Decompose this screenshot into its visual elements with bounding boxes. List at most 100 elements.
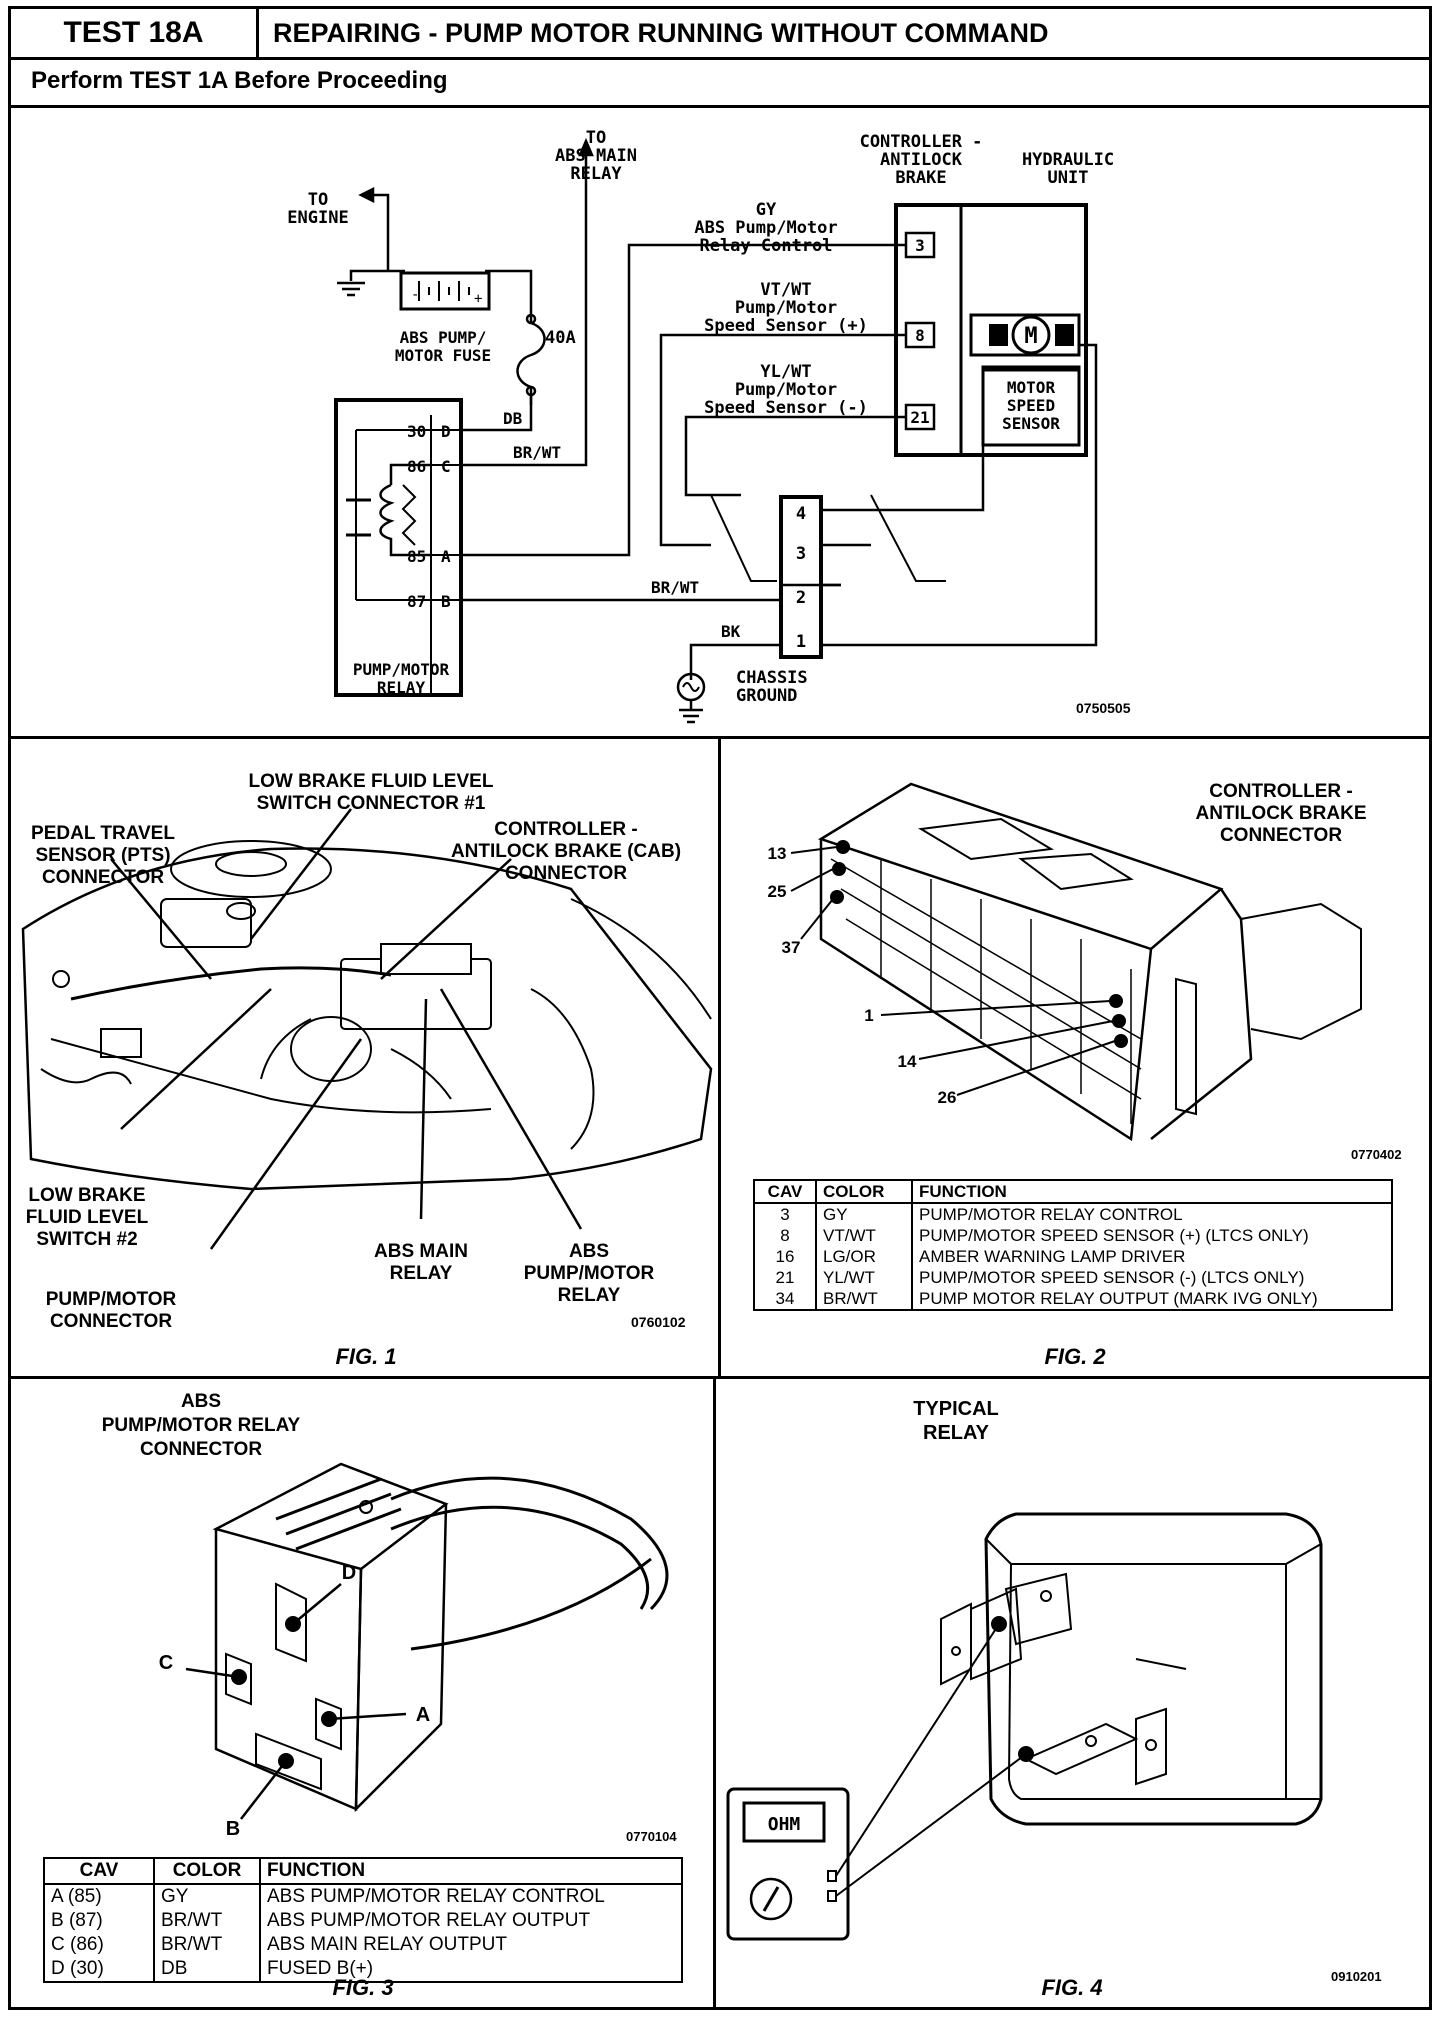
strut-cap — [215, 851, 287, 877]
battery-cells — [418, 281, 470, 301]
battery-ground-wire — [349, 269, 388, 281]
ohmmeter-dial-pointer — [762, 1886, 780, 1912]
battery-plus: + — [474, 291, 482, 307]
label-pts-2: SENSOR (PTS) — [35, 845, 170, 866]
motor-sensor-label-3: SENSOR — [1002, 414, 1060, 433]
fig4-ref-code: 0910201 — [1331, 1969, 1382, 1984]
relay-pin-87: 87 — [407, 592, 426, 611]
chassis-ground-label-2: GROUND — [736, 686, 797, 706]
pin-26-marker — [1114, 1034, 1128, 1048]
hydraulic-unit-label-2: UNIT — [1048, 168, 1089, 188]
pin-leaders — [185, 1583, 407, 1820]
terminal-right — [1135, 1707, 1167, 1786]
cell-function: ABS PUMP/MOTOR RELAY OUTPUT — [259, 1909, 683, 1933]
pin-letter-a: A — [416, 1704, 430, 1726]
battery-symbol — [399, 271, 491, 311]
relay-coil-leads — [389, 463, 431, 557]
fig4-title-2: RELAY — [923, 1422, 990, 1444]
pin-leaders — [790, 846, 1116, 1096]
pin-label-26: 26 — [938, 1088, 957, 1107]
cell-function: ABS PUMP/MOTOR RELAY CONTROL — [259, 1884, 683, 1909]
leader-pump-relay — [439, 988, 583, 1230]
fig2-title-2: ANTILOCK BRAKE — [1196, 803, 1367, 824]
fig3-title-2: PUMP/MOTOR RELAY — [102, 1415, 301, 1436]
to-engine-label-2: ENGINE — [287, 208, 348, 228]
cell-color: DB — [153, 1957, 261, 1983]
fig3-title-3: CONNECTOR — [140, 1439, 262, 1460]
cell-cav: 34 — [753, 1288, 817, 1311]
cell-cav: 21 — [753, 1267, 817, 1288]
label-lbfl2-3: SWITCH #2 — [36, 1229, 137, 1250]
motor-brushes — [989, 324, 1074, 346]
cell-cav: D (30) — [43, 1957, 155, 1983]
fuse-label-2: MOTOR FUSE — [395, 346, 491, 365]
label-lbfl2-2: FLUID LEVEL — [26, 1207, 149, 1228]
relay-edges — [985, 1538, 1322, 1800]
label-pts-3: CONNECTOR — [42, 867, 164, 888]
fig2-drawing: CONTROLLER - ANTILOCK BRAKE CONNECTOR 13 — [768, 781, 1402, 1369]
pin-label-37: 37 — [782, 938, 801, 957]
cell-cav: 16 — [753, 1246, 817, 1267]
vtwt-label-3: Speed Sensor (+) — [704, 316, 868, 336]
pin-25-marker — [832, 862, 846, 876]
relay-pin-30: 30 — [407, 422, 426, 441]
prerequisite-row: Perform TEST 1A Before Proceeding — [11, 57, 1429, 108]
wire-vtwt — [659, 333, 906, 547]
to-abs-main-relay-2: ABS MAIN — [555, 146, 637, 166]
wire-right-break — [870, 494, 946, 582]
leader-lbfl2 — [120, 988, 272, 1130]
fuse-rating: 40A — [545, 328, 576, 348]
pin-label-25: 25 — [768, 882, 787, 901]
cell-color: GY — [153, 1884, 261, 1909]
terminal-left-2 — [970, 1587, 1023, 1681]
relay-pin-85: 85 — [407, 547, 426, 566]
bracket-left — [100, 1028, 142, 1058]
wire-ylwt-break — [710, 494, 777, 582]
cell-cav: C (86) — [43, 1933, 155, 1957]
cell-color: BR/WT — [153, 1933, 261, 1957]
wire-db-label: DB — [503, 409, 523, 428]
leader-main-relay — [419, 998, 428, 1220]
cavity-c — [225, 1652, 252, 1706]
cell-function: PUMP/MOTOR RELAY CONTROL — [911, 1203, 1393, 1225]
pin-13-marker — [836, 840, 850, 854]
ohmmeter-display — [742, 1801, 826, 1843]
to-engine-arrow — [358, 186, 375, 204]
col-function: FUNCTION — [259, 1857, 683, 1885]
fig3-relay-connector: ABS PUMP/MOTOR RELAY CONNECTOR D — [11, 1379, 716, 2007]
connector-pin-1: 1 — [796, 632, 806, 652]
cell-color: VT/WT — [815, 1225, 913, 1246]
connector-side-face — [819, 839, 1153, 1142]
pin-37-marker — [830, 890, 844, 904]
label-lbfl1-2: SWITCH CONNECTOR #1 — [257, 793, 486, 814]
label-main-relay-2: RELAY — [390, 1263, 453, 1284]
to-abs-main-relay-1: TO — [586, 128, 606, 148]
relay-pin-a: A — [441, 547, 451, 566]
cell-cav: 3 — [753, 1203, 817, 1225]
cab-pin-3-box — [904, 231, 936, 259]
controller-label-2: ANTILOCK — [880, 150, 963, 170]
relay-label-1: PUMP/MOTOR — [353, 660, 450, 679]
cell-color: GY — [815, 1203, 913, 1225]
hose-left — [40, 1068, 132, 1085]
test-id: TEST 18A — [11, 9, 259, 57]
hood-line — [570, 898, 712, 1020]
fig3-ref-code: 0770104 — [626, 1829, 677, 1844]
relay-box — [380, 943, 472, 975]
pin-letter-b: B — [226, 1818, 240, 1840]
test-sheet: TEST 18A REPAIRING - PUMP MOTOR RUNNING … — [8, 6, 1432, 2010]
pump-motor — [290, 1016, 372, 1082]
schematic-ref-code: 0750505 — [1076, 700, 1131, 716]
wire-85-gy-control — [461, 243, 906, 557]
fig2-ref-code: 0770402 — [1351, 1147, 1402, 1162]
wiring-schematic: TO ENGINE - + 40A ABS PUMP/ MOTOR FUSE D… — [11, 105, 1429, 739]
prerequisite-note: Perform TEST 1A Before Proceeding — [31, 67, 448, 94]
gy-label-2: ABS Pump/Motor — [694, 218, 837, 238]
block-side — [354, 1503, 448, 1813]
label-cab-2: ANTILOCK BRAKE (CAB) — [451, 841, 681, 862]
block-top-screw — [359, 1500, 373, 1514]
ohmmeter-jack-1 — [827, 1870, 837, 1882]
cell-function: PUMP/MOTOR SPEED SENSOR (-) (LTCS ONLY) — [911, 1267, 1393, 1288]
